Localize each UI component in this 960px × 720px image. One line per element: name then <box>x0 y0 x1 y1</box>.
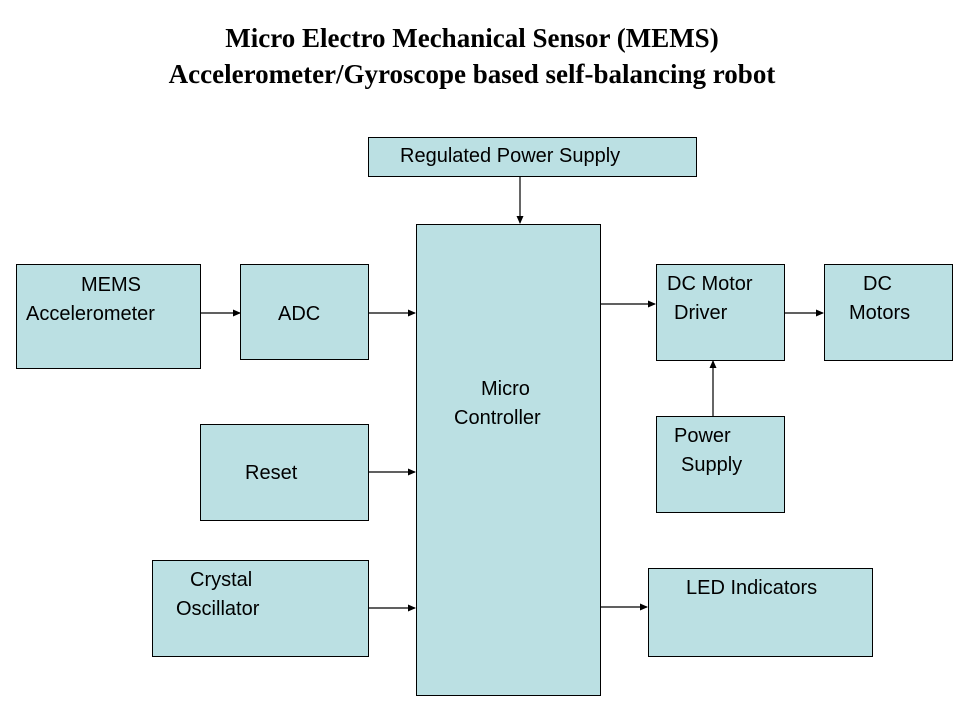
block-label: LED Indicators <box>686 577 818 599</box>
adc-block: ADC <box>240 264 369 360</box>
block-label: ADC <box>278 303 321 325</box>
micro-controller-block: Micro Controller <box>416 224 601 696</box>
dc-motors-block: DC Motors <box>824 264 953 361</box>
led-indicators-block: LED Indicators <box>648 568 873 657</box>
block-label-line-2: Oscillator <box>176 598 260 620</box>
mems-accelerometer-block: MEMS Accelerometer <box>16 264 201 369</box>
block-label-line-2: Controller <box>454 407 541 429</box>
reset-block: Reset <box>200 424 369 521</box>
block-label-line-2: Supply <box>681 454 743 476</box>
block-label-line-1: DC Motor <box>667 273 753 295</box>
regulated-power-supply-block: Regulated Power Supply <box>368 137 697 177</box>
crystal-oscillator-block: Crystal Oscillator <box>152 560 369 657</box>
block-label-line-1: DC <box>863 273 892 295</box>
block-label-line-1: MEMS <box>81 274 141 296</box>
power-supply-block: Power Supply <box>656 416 785 513</box>
block-label-line-1: Crystal <box>190 569 253 591</box>
block-label-line-2: Motors <box>849 302 911 324</box>
block-label-line-1: Power <box>674 425 731 447</box>
block-label-line-1: Micro <box>481 378 530 400</box>
block-label: Reset <box>245 462 298 484</box>
title-line-1: Micro Electro Mechanical Sensor (MEMS) <box>225 23 719 53</box>
block-label: Regulated Power Supply <box>400 145 621 167</box>
block-label-line-2: Accelerometer <box>26 303 155 325</box>
diagram-title: Micro Electro Mechanical Sensor (MEMS) A… <box>0 20 944 92</box>
dc-motor-driver-block: DC Motor Driver <box>656 264 785 361</box>
title-line-2: Accelerometer/Gyroscope based self-balan… <box>168 59 776 89</box>
block-label-line-2: Driver <box>674 302 728 324</box>
